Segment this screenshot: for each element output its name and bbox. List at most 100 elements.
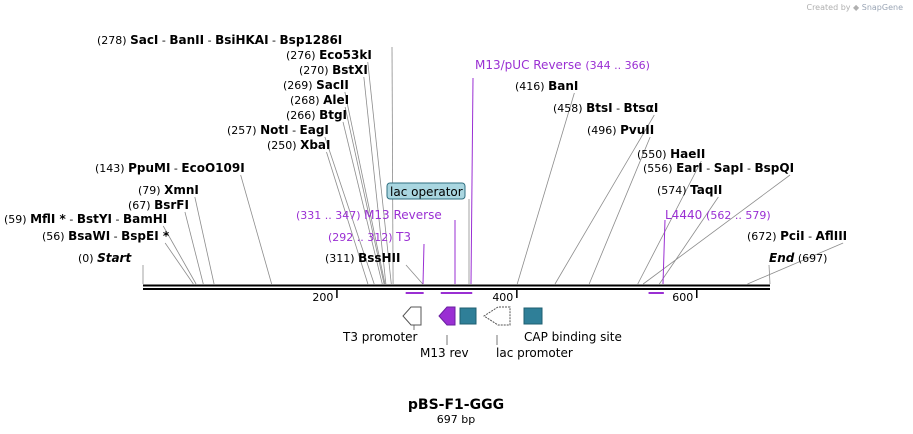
site-position: (268) xyxy=(290,94,323,107)
site-position: (672) xyxy=(747,230,780,243)
site-label: (59) MflI * - BstYI - BamHI xyxy=(4,212,167,226)
enzyme-name: BtsαI xyxy=(624,101,659,115)
site-connector-line xyxy=(344,91,386,285)
enzyme-name: BsrFI xyxy=(154,198,189,212)
enzyme-name: BstXI xyxy=(332,63,368,77)
feature-label: lac promoter xyxy=(496,346,573,360)
site-connector-line xyxy=(367,61,392,285)
enzyme-name: TaqII xyxy=(690,183,722,197)
enzyme-name: EarI xyxy=(676,161,703,175)
enzyme-name: MflI * xyxy=(30,212,66,226)
primer-connector-line xyxy=(662,219,666,285)
feature-cap-binding-site: CAP binding site xyxy=(523,307,622,344)
site-position: (143) xyxy=(95,162,128,175)
site-position: - xyxy=(204,34,215,47)
enzyme-name: Start xyxy=(97,251,132,265)
primer-connector-line xyxy=(422,243,425,285)
enzyme-name: BtsI xyxy=(586,101,613,115)
snapgene-logo-icon: ◆ xyxy=(853,3,860,12)
site-position: - xyxy=(613,102,624,115)
site-label: End (697) xyxy=(769,251,827,265)
primer-bind-arrow-icon xyxy=(438,306,456,326)
ruler-label: 400 xyxy=(492,291,513,304)
feature-label: CAP binding site xyxy=(524,330,622,344)
site-label: (270) BstXI xyxy=(299,63,368,77)
protein-bind-box-icon xyxy=(523,307,543,325)
site-label: (556) EarI - SapI - BspQI xyxy=(643,161,794,175)
site-connector-line xyxy=(184,211,204,285)
enzyme-name: BtgI xyxy=(319,108,347,122)
site-connector-line xyxy=(768,264,771,285)
site-connector-line xyxy=(637,160,702,285)
site-position: - xyxy=(269,34,280,47)
site-connector-line xyxy=(164,242,194,285)
enzyme-name: BsaWI xyxy=(68,229,110,243)
site-label: (496) PvuII xyxy=(587,123,654,137)
operator-box-icon xyxy=(459,307,477,325)
site-position: (59) xyxy=(4,213,30,226)
site-connector-line xyxy=(324,136,375,285)
site-position: - xyxy=(703,162,714,175)
primer-range: (562 .. 579) xyxy=(706,209,771,222)
site-label: (0) Start xyxy=(78,251,132,265)
enzyme-name: BspEI * xyxy=(121,229,170,243)
site-position: - xyxy=(158,34,169,47)
site-label: (276) Eco53kI xyxy=(286,48,372,62)
primer-label: (292 .. 312) T3 xyxy=(328,230,411,244)
promoter-arrow-icon xyxy=(483,306,511,326)
enzyme-name: SacII xyxy=(316,78,349,92)
site-position: - xyxy=(289,124,300,137)
site-position: (496) xyxy=(587,124,620,137)
primer-label: M13/pUC Reverse (344 .. 366) xyxy=(475,58,650,72)
enzyme-name: BstYI xyxy=(77,212,112,226)
site-connector-line xyxy=(747,242,844,285)
enzyme-name: BspQI xyxy=(755,161,795,175)
enzyme-name: HaeII xyxy=(670,147,705,161)
enzyme-name: BamHI xyxy=(123,212,167,226)
site-label: (268) AleI xyxy=(290,93,349,107)
primer-name: L4440 xyxy=(665,208,706,222)
site-position: - xyxy=(112,213,123,226)
site-label: (278) SacI - BanII - BsiHKAI - Bsp1286I xyxy=(97,33,342,47)
site-position: - xyxy=(66,213,77,226)
site-connector-line xyxy=(554,114,655,285)
enzyme-name: Eco53kI xyxy=(319,48,372,62)
site-position: (269) xyxy=(283,79,316,92)
site-position: (79) xyxy=(138,184,164,197)
ruler-label: 600 xyxy=(672,291,693,304)
site-connector-line xyxy=(240,174,273,285)
enzyme-name: SapI xyxy=(714,161,744,175)
site-position: (276) xyxy=(286,49,319,62)
site-connector-line xyxy=(194,196,215,285)
site-position: (311) xyxy=(325,252,358,265)
site-position: (278) xyxy=(97,34,130,47)
site-position: - xyxy=(170,162,181,175)
site-label: (269) SacII xyxy=(283,78,349,92)
primer-connector-line xyxy=(470,77,474,285)
enzyme-name: PpuMI xyxy=(128,161,170,175)
site-label: (672) PciI - AflIII xyxy=(747,229,847,243)
primer-label: (331 .. 347) M13 Reverse xyxy=(296,208,442,222)
enzyme-name: BssHII xyxy=(358,251,400,265)
site-position: (550) xyxy=(637,148,670,161)
feature-label: lac operator xyxy=(390,185,463,199)
site-position: (250) xyxy=(267,139,300,152)
site-label: (79) XmnI xyxy=(138,183,199,197)
enzyme-name: EagI xyxy=(300,123,329,137)
site-label: (67) BsrFI xyxy=(128,198,189,212)
site-position: (556) xyxy=(643,162,676,175)
site-position: (0) xyxy=(78,252,97,265)
site-connector-line xyxy=(588,136,651,285)
site-label: (56) BsaWI - BspEI * xyxy=(42,229,170,243)
site-connector-line xyxy=(516,92,575,285)
site-connector-line xyxy=(405,264,424,285)
site-position: - xyxy=(110,230,121,243)
primer-range: (331 .. 347) xyxy=(296,209,364,222)
site-position: (270) xyxy=(299,64,332,77)
site-label: (257) NotI - EagI xyxy=(227,123,329,137)
primer-range: (344 .. 366) xyxy=(585,59,650,72)
site-position: (574) xyxy=(657,184,690,197)
enzyme-name: AleI xyxy=(323,93,349,107)
site-connector-line xyxy=(162,225,197,285)
